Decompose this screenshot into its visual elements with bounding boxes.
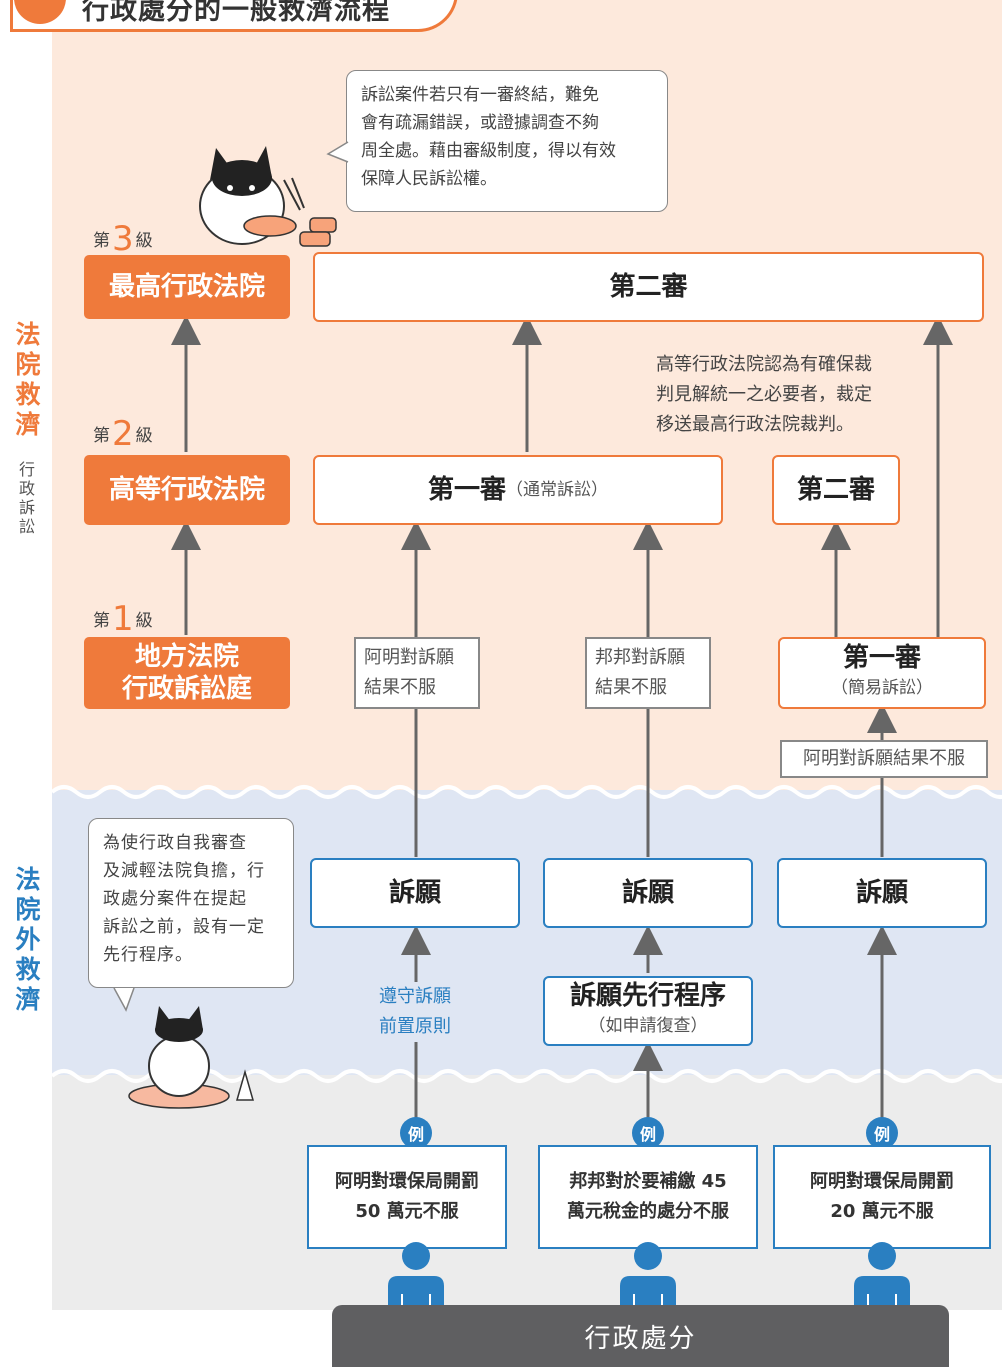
example-badge-3: 例 — [866, 1117, 898, 1149]
example-badge-1: 例 — [400, 1117, 432, 1149]
speech-bubble-appeal-system: 訴訟案件若只有一審終結，難免會有疏漏錯誤，或證據調查不夠 周全處。藉由審級制度，… — [346, 70, 668, 212]
person-icon-2 — [620, 1242, 676, 1310]
appeal-precondition-note: 遵守訴願前置原則 — [355, 982, 475, 1042]
second-instance-right: 第二審 — [772, 455, 900, 525]
high-administrative-court: 高等行政法院 — [84, 455, 290, 525]
person-icon-3 — [854, 1242, 910, 1310]
district-court-administrative-division: 地方法院行政訴訟庭 — [84, 637, 290, 709]
first-instance-simple: 第一審（簡易訴訟） — [778, 637, 986, 709]
first-instance-normal: 第一審（通常訴訟） — [313, 455, 723, 525]
speech-bubble-pre-procedure: 為使行政自我審查及減輕法院負擔，行 政處分案件在提起訴訟之前，設有一定 先行程序… — [88, 818, 294, 988]
page-title: 行政處分的一般救濟流程 — [82, 0, 390, 26]
refuse-note-aming-1: 阿明對訴願結果不服 — [354, 637, 480, 709]
title-tab — [10, 0, 458, 32]
cat-illustration-eating — [199, 146, 337, 247]
bubble-tail-top — [326, 141, 349, 163]
refuse-note-bangbang: 邦邦對訴願結果不服 — [585, 637, 711, 709]
wave-divider-bottom — [52, 1069, 1002, 1083]
supreme-administrative-court: 最高行政法院 — [84, 255, 290, 319]
person-icon-1 — [388, 1242, 444, 1310]
administrative-act-bar: 行政處分 — [332, 1305, 949, 1367]
appeal-box-1: 訴願 — [310, 858, 520, 928]
outside-court-relief-label: 法院外救濟 — [15, 865, 41, 1014]
administrative-litigation-label: 行政訴訟 — [18, 460, 35, 536]
wave-divider-top — [52, 785, 1002, 799]
example-badge-2: 例 — [632, 1117, 664, 1149]
transfer-note: 高等行政法院認為有確保裁判見解統一之必要者，裁定移送最高行政法院裁判。 — [656, 354, 872, 435]
pre-appeal-procedure: 訴願先行程序（如申請復查） — [543, 976, 753, 1046]
appeal-box-2: 訴願 — [543, 858, 753, 928]
cat-illustration-meditating — [128, 1006, 254, 1109]
refuse-note-aming-2: 阿明對訴願結果不服 — [780, 740, 988, 778]
bubble-tail-left — [113, 987, 135, 1012]
second-instance-top: 第二審 — [313, 252, 984, 322]
court-relief-label: 法院救濟 — [15, 320, 41, 439]
appeal-box-3: 訴願 — [777, 858, 987, 928]
